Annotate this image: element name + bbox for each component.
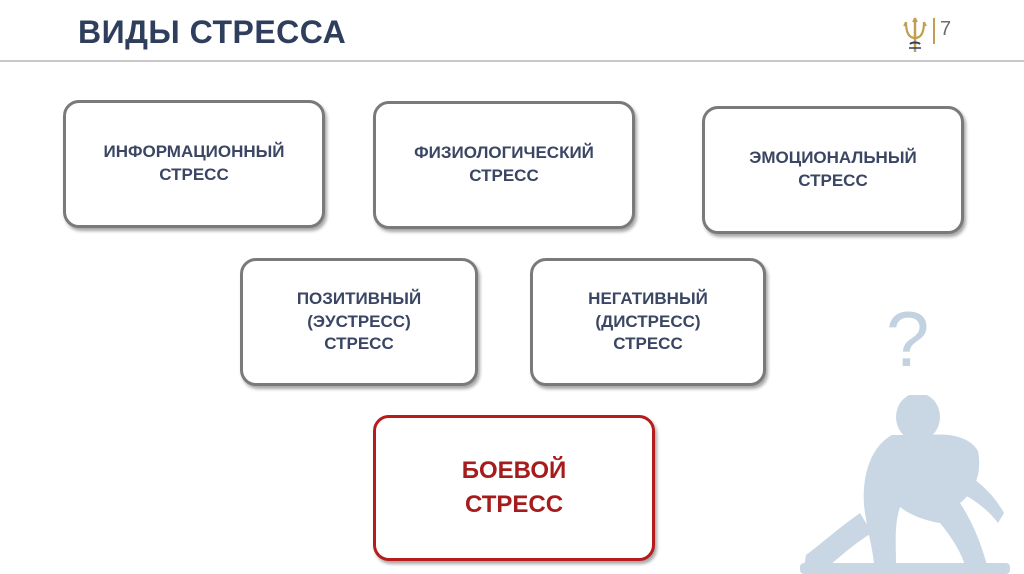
header-divider xyxy=(0,60,1024,62)
sitting-person-silhouette-icon xyxy=(800,395,1010,574)
page-number: 7 xyxy=(940,18,952,40)
box-negative-stress: НЕГАТИВНЫЙ (ДИСТРЕСС) СТРЕСС xyxy=(530,258,766,386)
question-mark: ? xyxy=(886,295,930,383)
box-label: НЕГАТИВНЫЙ (ДИСТРЕСС) СТРЕСС xyxy=(588,288,708,354)
box-positive-stress: ПОЗИТИВНЫЙ (ЭУСТРЕСС) СТРЕСС xyxy=(240,258,478,386)
page-separator xyxy=(933,18,935,44)
slide-title: ВИДЫ СТРЕССА xyxy=(78,14,347,50)
trident-logo-icon xyxy=(903,17,927,52)
box-physiological-stress: ФИЗИОЛОГИЧЕСКИЙ СТРЕСС xyxy=(373,101,635,229)
box-emotional-stress: ЭМОЦИОНАЛЬНЫЙ СТРЕСС xyxy=(702,106,964,234)
box-label: ЭМОЦИОНАЛЬНЫЙ СТРЕСС xyxy=(749,148,917,190)
box-label: БОЕВОЙ СТРЕСС xyxy=(461,457,567,518)
box-label: ФИЗИОЛОГИЧЕСКИЙ СТРЕСС xyxy=(414,143,594,185)
box-informational-stress: ИНФОРМАЦИОННЫЙ СТРЕСС xyxy=(63,100,325,228)
box-combat-stress: БОЕВОЙ СТРЕСС xyxy=(373,415,655,561)
box-label: ПОЗИТИВНЫЙ (ЭУСТРЕСС) СТРЕСС xyxy=(296,288,422,354)
box-label: ИНФОРМАЦИОННЫЙ СТРЕСС xyxy=(103,142,285,184)
